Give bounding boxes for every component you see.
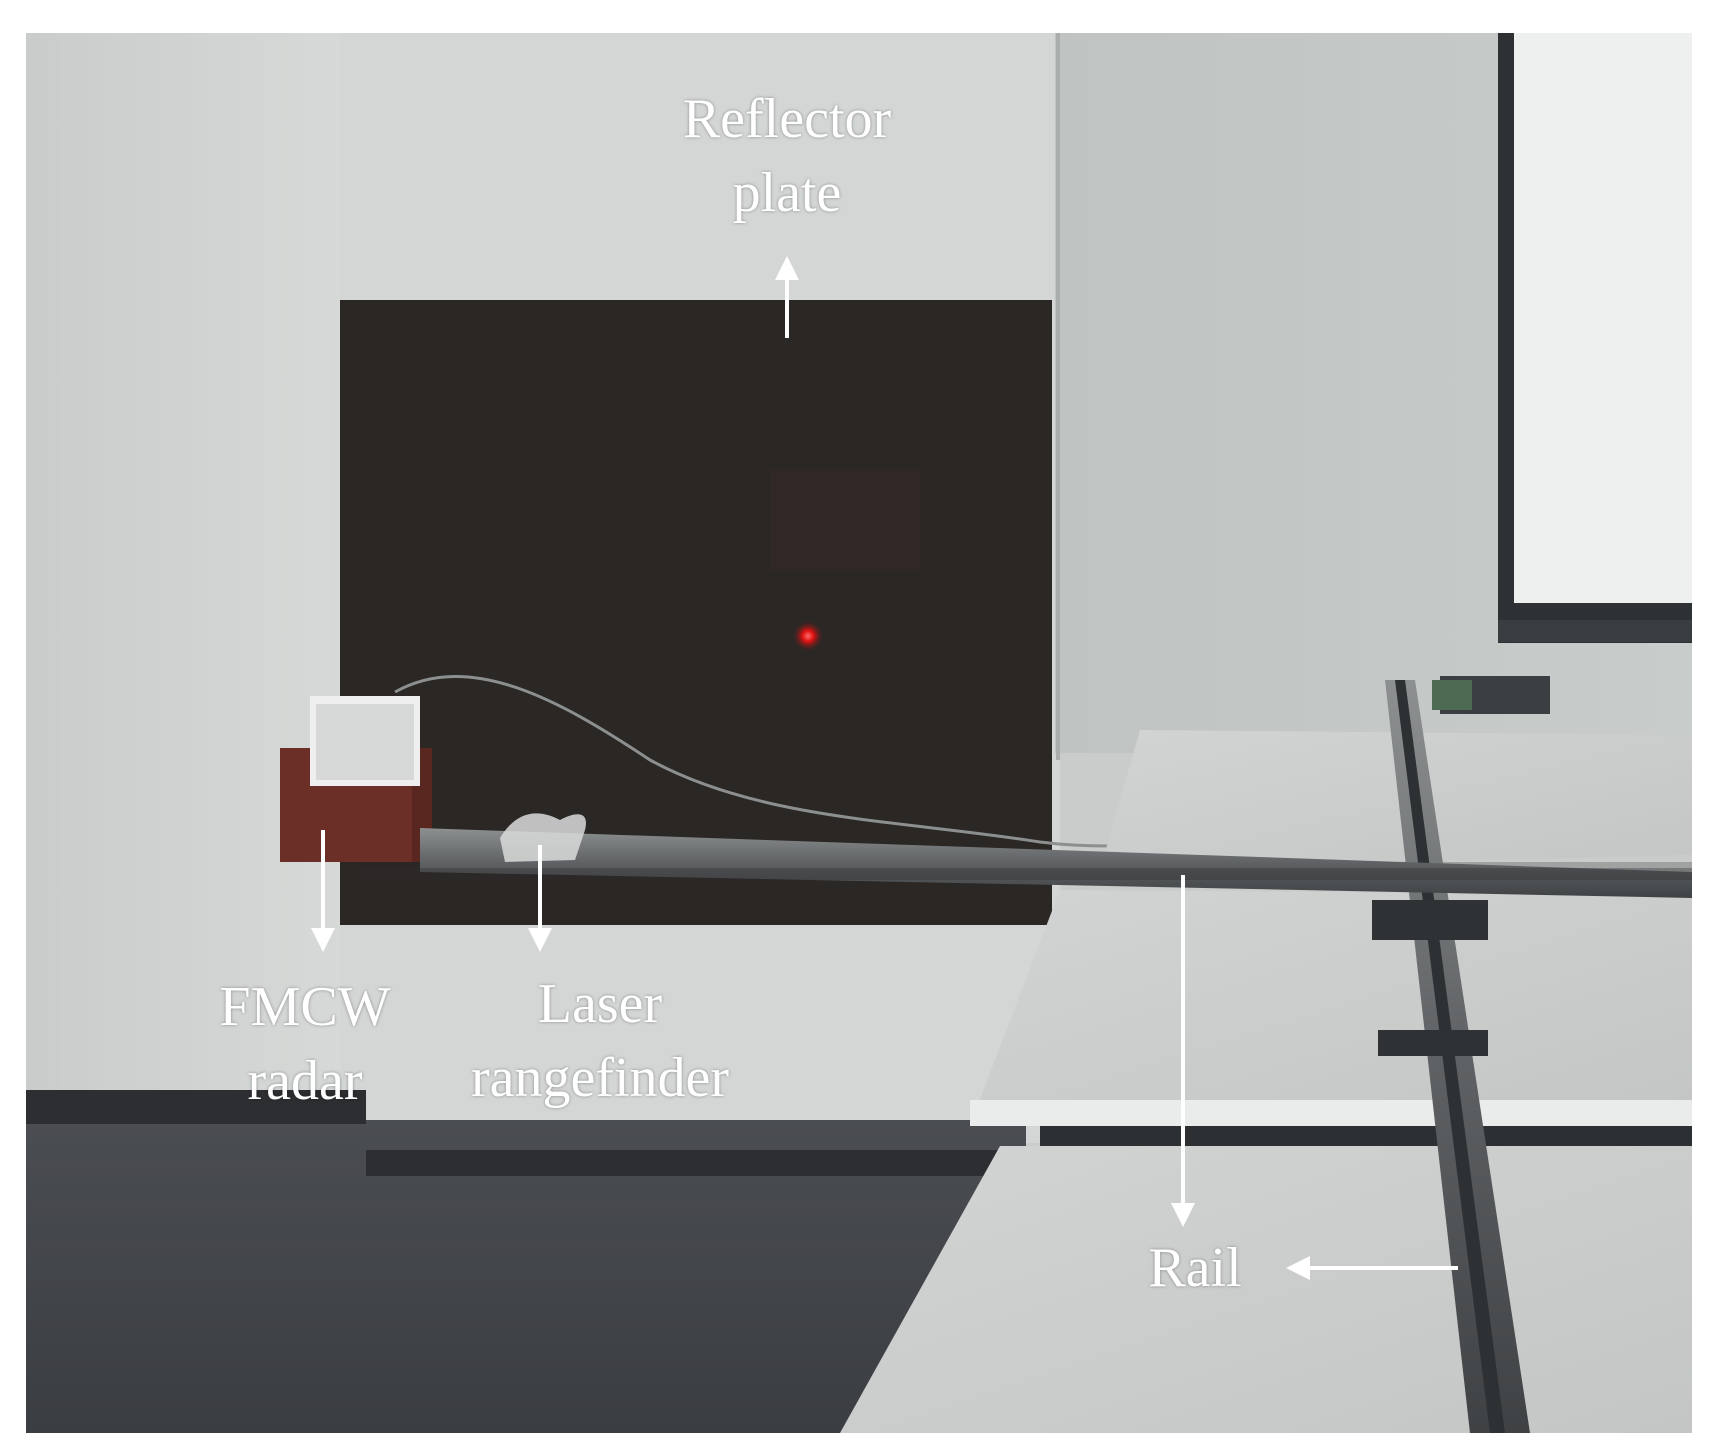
laser-bracket <box>500 813 586 862</box>
reflector-plate <box>340 300 1052 925</box>
rail-clamp-2 <box>1378 1030 1488 1056</box>
laser-spot <box>792 620 824 652</box>
baseboard-center <box>366 1150 1006 1176</box>
table-middle-shadow <box>1040 1126 1692 1146</box>
laser-rangefinder-label: Laser rangefinder <box>470 973 730 1109</box>
window-sill <box>1498 620 1692 642</box>
left-wall <box>26 33 346 1143</box>
reflector-plate-label: Reflector plate <box>682 88 892 224</box>
rail-clamp-1 <box>1372 900 1488 940</box>
table-middle <box>975 890 1692 1112</box>
radar-module-shade <box>316 704 414 780</box>
table-middle-edge <box>970 1100 1692 1126</box>
rail-label: Rail <box>1148 1237 1242 1299</box>
cross-boom <box>420 828 1692 898</box>
cross-boom-shadow <box>360 868 1692 880</box>
rail-end-board <box>1432 680 1472 710</box>
baseboard-left <box>26 1090 366 1124</box>
reflector-haze <box>770 470 920 570</box>
window-pane <box>1514 33 1692 603</box>
table-back <box>1100 730 1692 870</box>
fmcw-radar-label: FMCW radar <box>219 976 391 1112</box>
